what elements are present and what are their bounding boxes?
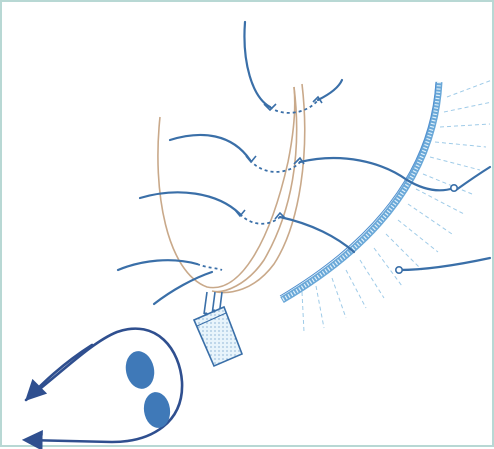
oval-markers [122,349,172,430]
suture-needle-icon [396,185,457,273]
tube-device-icon [194,292,242,366]
suture-dashed [197,100,318,270]
